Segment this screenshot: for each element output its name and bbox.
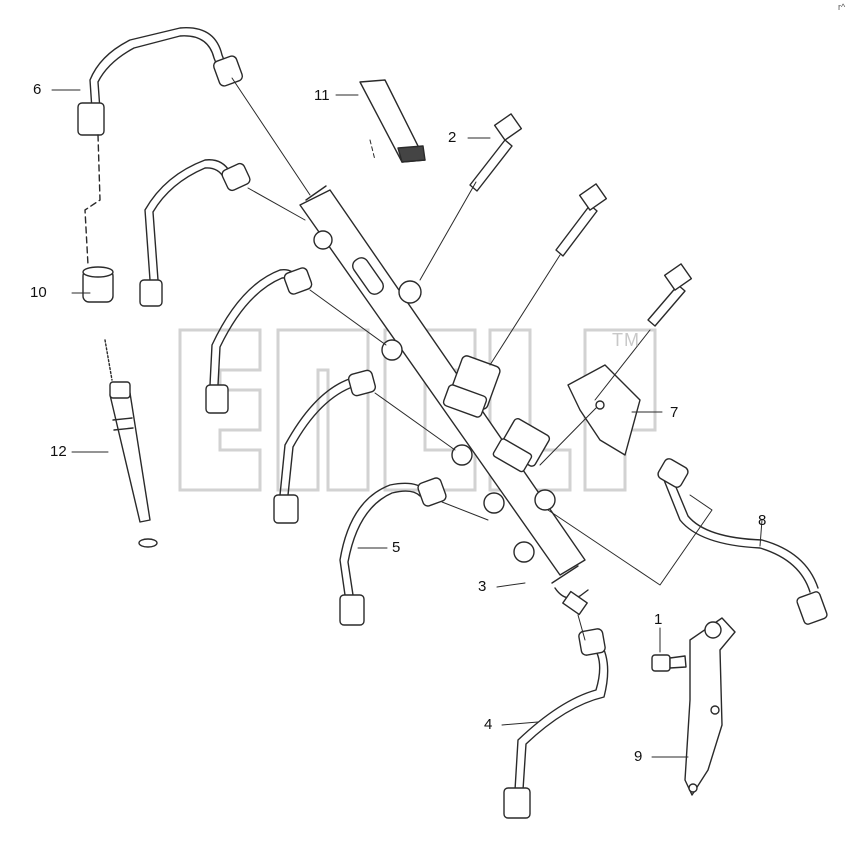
fuel-line-4 <box>503 628 609 819</box>
corner-mark: r^ <box>838 2 846 12</box>
clamp-bolt <box>651 654 687 672</box>
callout-2: 2 <box>448 129 457 146</box>
fuel-injector <box>104 339 158 548</box>
fuel-line-6 <box>77 27 244 266</box>
long-bolt-3 <box>647 263 693 327</box>
callout-5: 5 <box>392 539 401 556</box>
rail-ports <box>313 230 556 563</box>
callout-8: 8 <box>758 512 767 529</box>
long-bolt-2 <box>555 183 608 257</box>
fuel-line-5 <box>339 477 447 626</box>
rail-bracket <box>567 364 641 456</box>
callout-1: 1 <box>654 611 663 628</box>
callout-10: 10 <box>30 284 47 301</box>
leader-lines <box>51 89 763 758</box>
callout-9: 9 <box>634 748 643 765</box>
callout-4: 4 <box>484 716 493 733</box>
fuel-line-cyl2 <box>139 159 251 307</box>
watermark-tm: TM <box>612 330 640 350</box>
assembly-lines <box>231 77 713 641</box>
fuel-line-cyl4 <box>273 369 377 524</box>
fuel-line-cyl3 <box>205 267 313 414</box>
line-clamp-bracket <box>684 617 736 796</box>
fuel-line-8 <box>657 458 828 625</box>
fuel-rail <box>299 185 589 616</box>
injector-seal <box>82 266 114 303</box>
callout-11: 11 <box>314 87 330 104</box>
rail-pressure-sensor <box>492 418 551 473</box>
warning-label <box>359 79 426 163</box>
long-bolt-1 <box>469 113 523 192</box>
callout-7: 7 <box>670 404 679 421</box>
callout-6: 6 <box>33 81 42 98</box>
callout-3: 3 <box>478 578 487 595</box>
callout-12: 12 <box>50 443 67 460</box>
pressure-relief-valve <box>442 355 501 418</box>
